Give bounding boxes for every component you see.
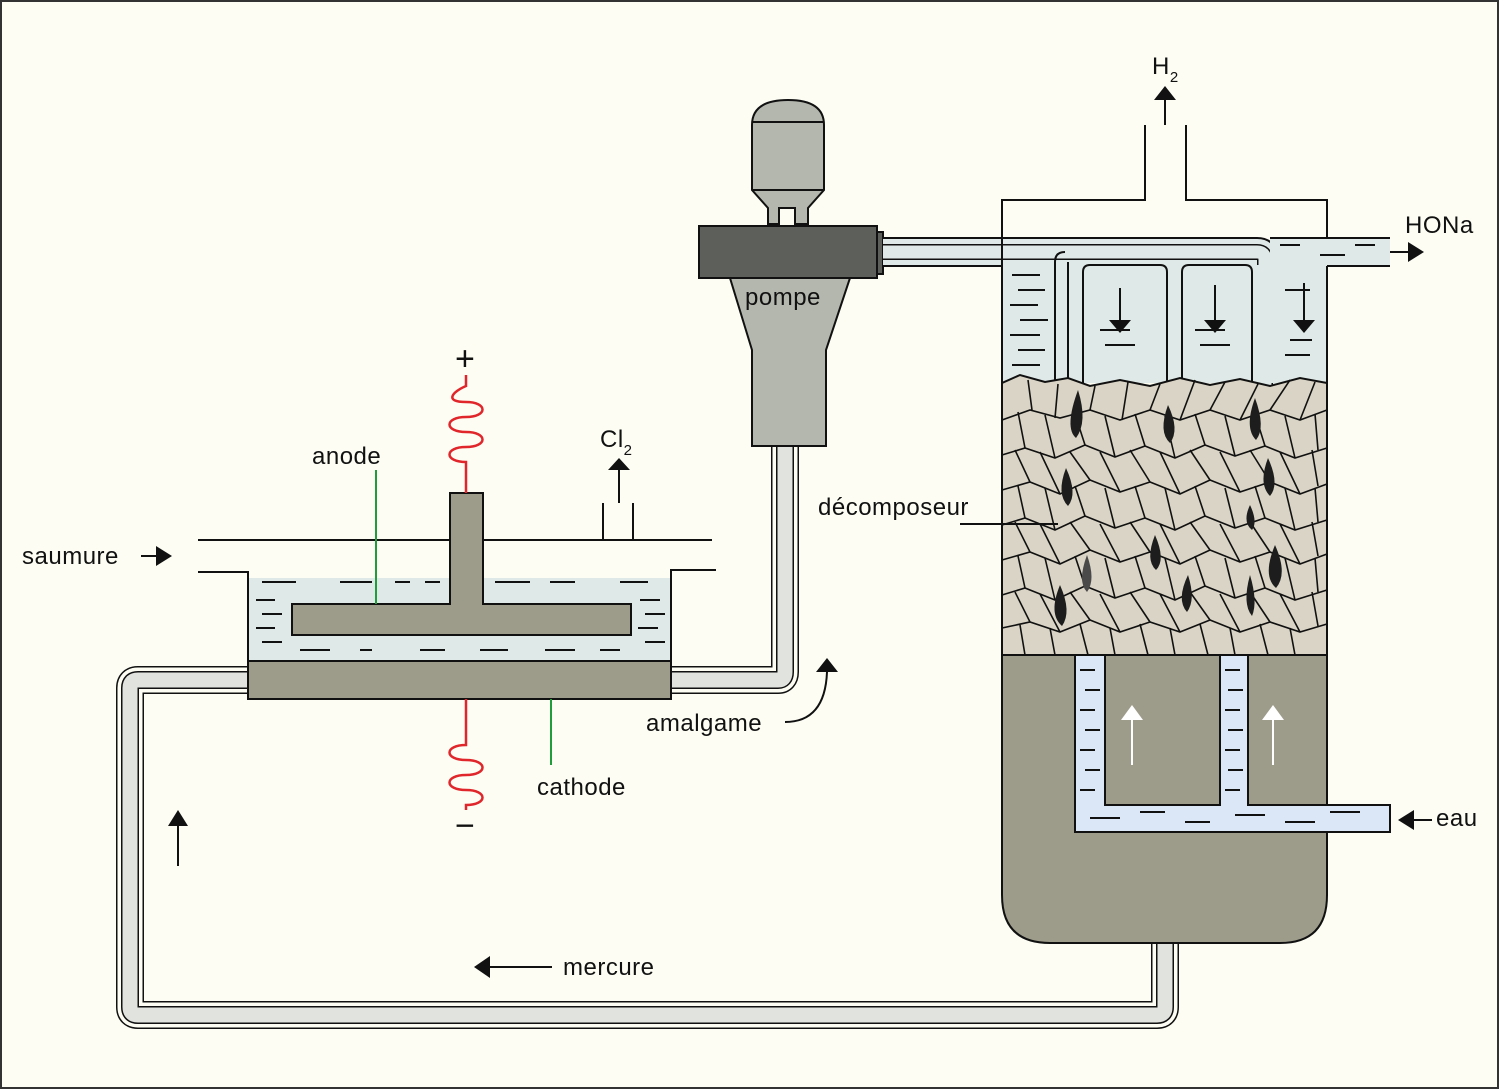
amalgame-arrow <box>784 658 838 723</box>
pump-housing <box>698 225 878 279</box>
pump-motor <box>751 98 825 225</box>
label-minus: − <box>455 807 475 845</box>
label-plus: + <box>455 340 475 378</box>
decomposer <box>1001 125 1391 944</box>
label-cathode: cathode <box>537 774 626 801</box>
packing-stones <box>1001 379 1328 656</box>
brine-dashes <box>256 581 665 651</box>
mercury-return-pipe <box>116 666 1179 1029</box>
decomposer-mercury-bath <box>1001 654 1328 944</box>
mercury-droplets <box>1054 390 1282 626</box>
pump <box>698 98 884 447</box>
cl2-arrow <box>608 458 630 503</box>
saumure-arrow <box>141 546 172 566</box>
anode-electrode <box>291 492 632 636</box>
mercure-arrow <box>474 956 552 978</box>
pump-outlet-pipe <box>883 237 1280 385</box>
label-pompe: pompe <box>745 284 821 311</box>
return-flow-arrow <box>168 810 188 866</box>
hona-arrow <box>1390 242 1424 262</box>
amalgame-pipe <box>668 440 799 694</box>
h2-arrow <box>1154 86 1176 125</box>
anode-wire-coil <box>448 375 484 493</box>
label-decomposeur: décomposeur <box>818 494 969 521</box>
cathode-wire-coil <box>448 699 484 810</box>
label-eau: eau <box>1436 805 1478 832</box>
water-inlet-channel <box>1074 654 1391 833</box>
water-up-arrows <box>1121 705 1284 765</box>
label-h2: H2 <box>1152 53 1179 86</box>
label-saumure: saumure <box>22 543 119 570</box>
label-cl2: Cl2 <box>600 426 633 459</box>
electrolysis-cell <box>198 492 716 700</box>
eau-arrow <box>1398 810 1432 830</box>
pump-cone <box>728 277 852 447</box>
label-mercure: mercure <box>563 954 655 981</box>
decomposer-down-arrows <box>1109 283 1315 333</box>
label-hona: HONa <box>1405 212 1474 239</box>
cathode-mercury-layer <box>247 660 672 700</box>
label-amalgame: amalgame <box>646 710 762 737</box>
label-anode: anode <box>312 443 381 470</box>
